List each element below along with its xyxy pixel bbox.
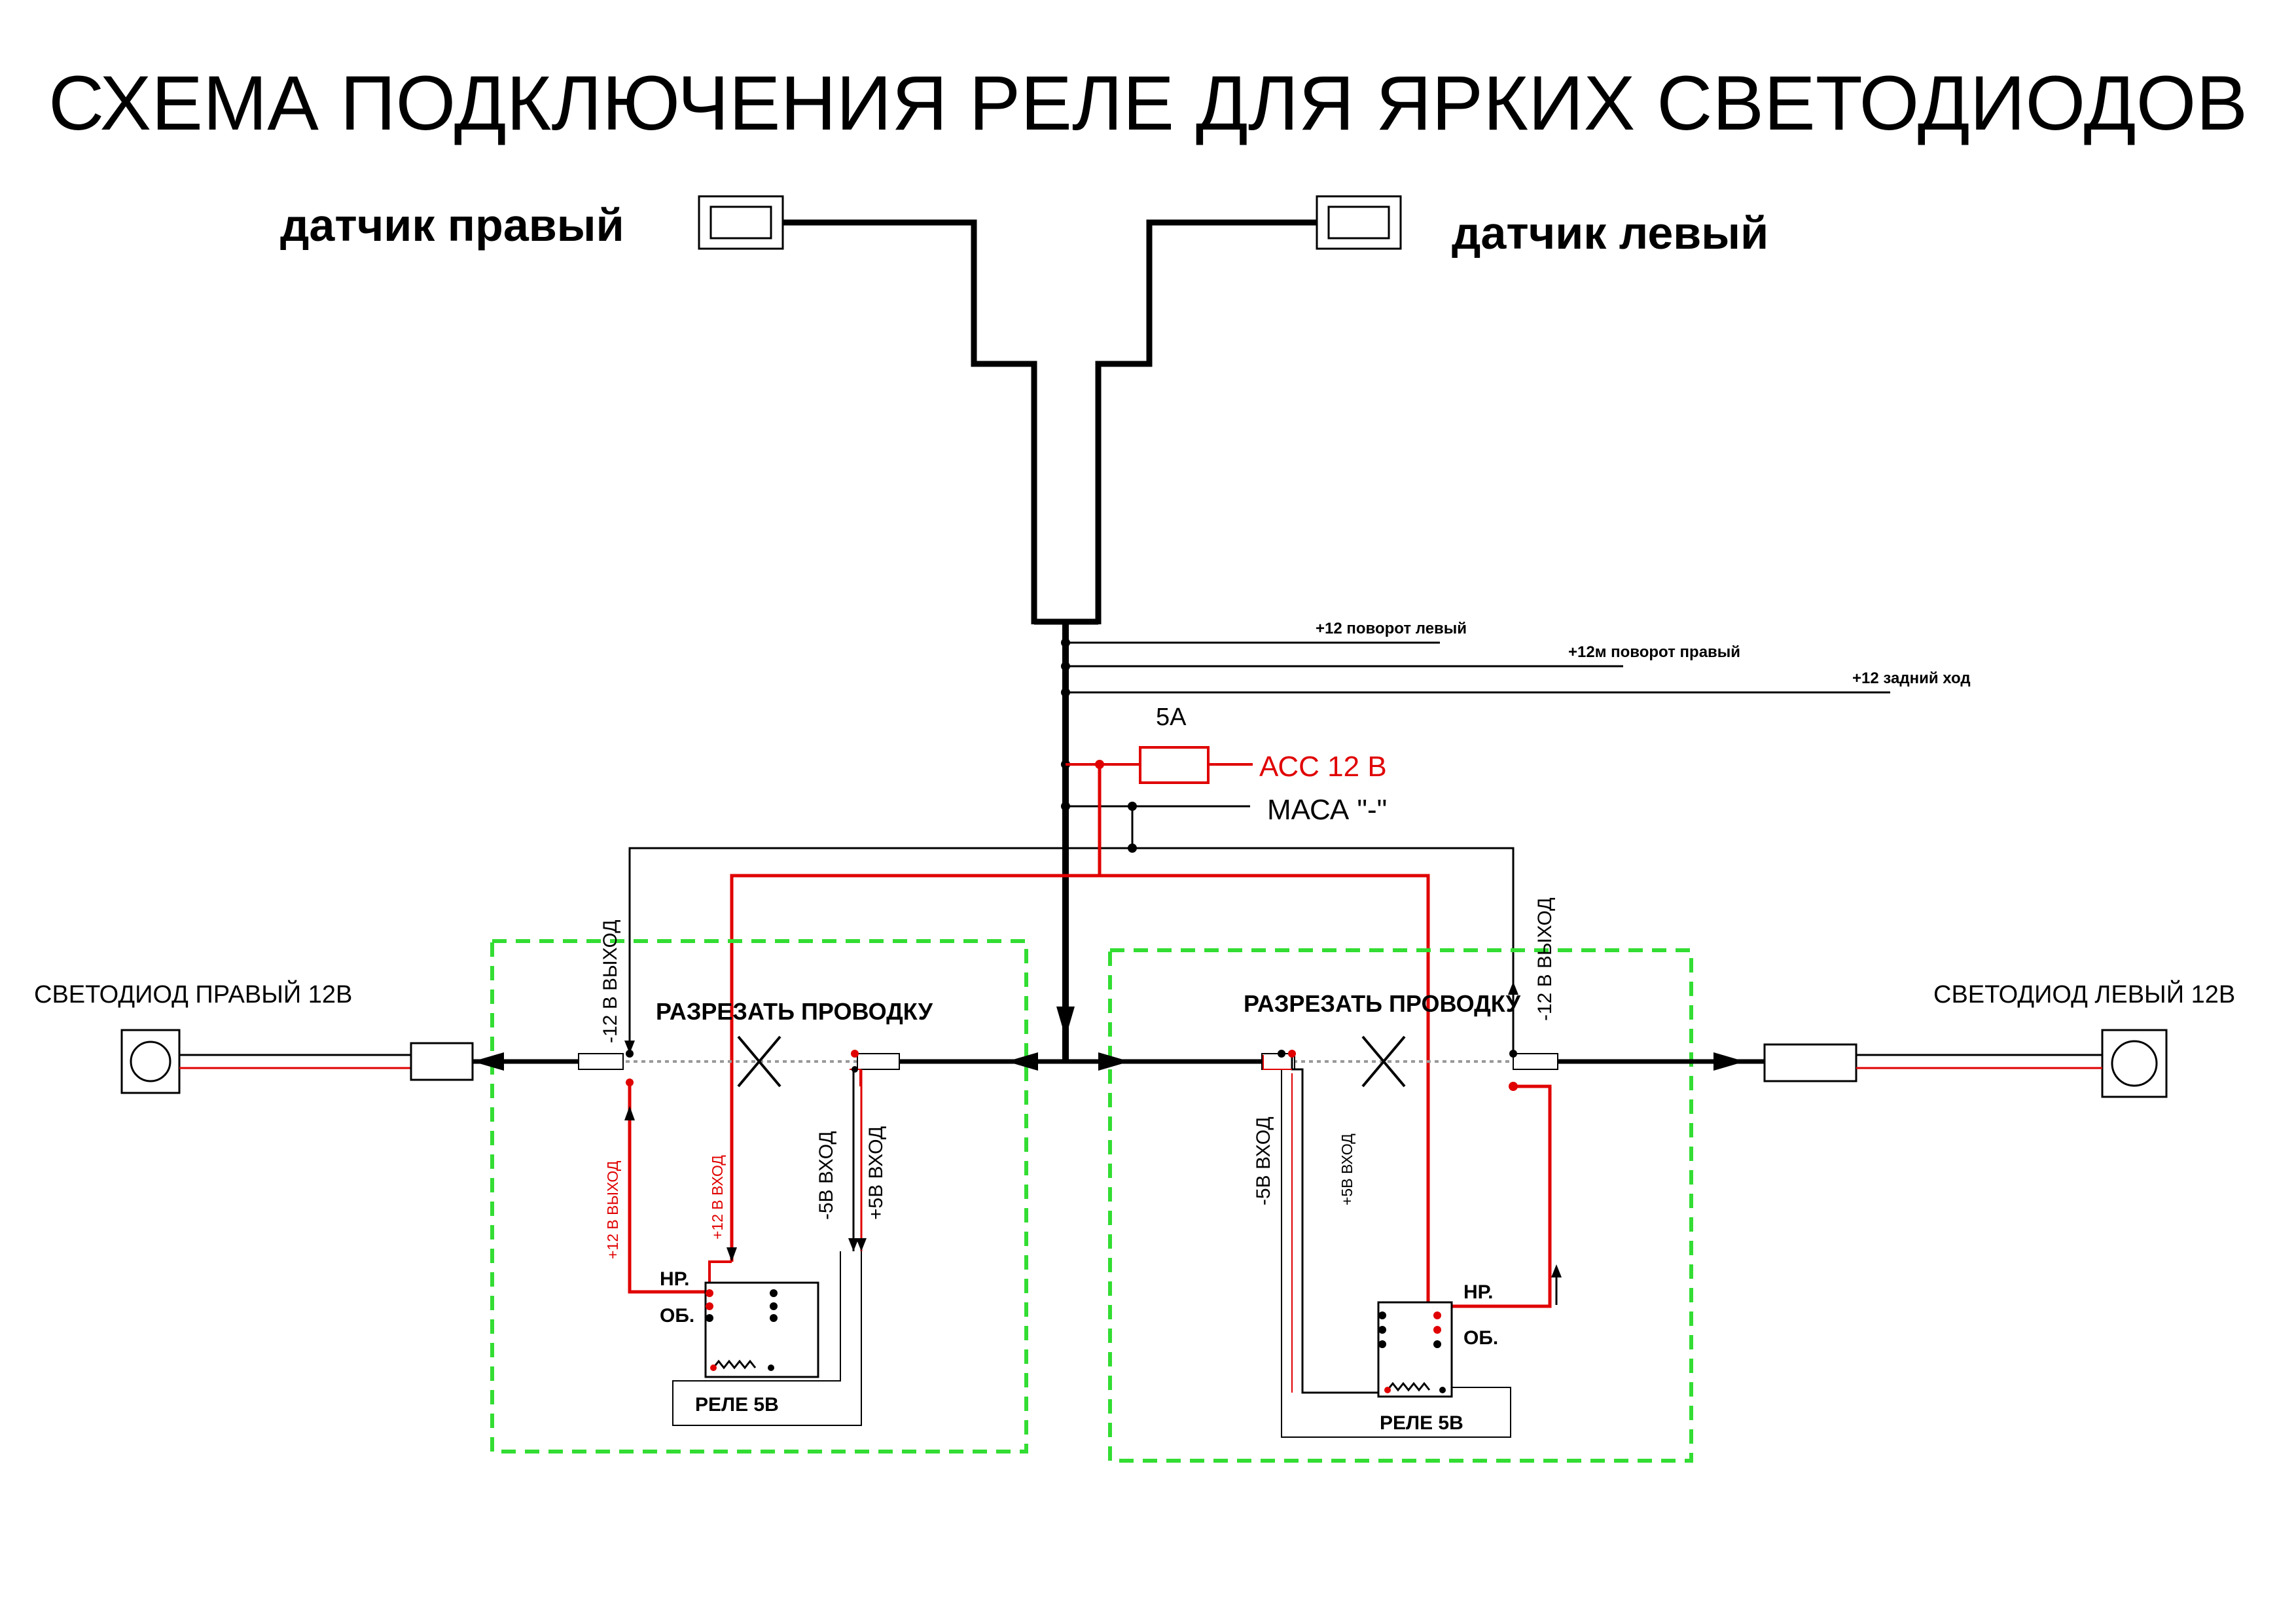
right-relay-wire-dots: [626, 1050, 859, 1086]
led-left-cable: [1763, 1043, 2102, 1082]
sensor-cables: [783, 219, 1317, 625]
left-minus12-out-label: -12 В ВЫХОД: [1534, 897, 1556, 1021]
right-plus12-out-label: +12 В ВЫХОД: [604, 1160, 621, 1259]
red-12v-wire: [730, 764, 1430, 1306]
bus-junction-dots: [1061, 638, 1137, 853]
right-relay: [704, 1281, 819, 1378]
cut-mark-right: [737, 1035, 781, 1088]
mass-wire: [628, 806, 1515, 990]
right-relay-name: РЕЛЕ 5В: [695, 1394, 779, 1416]
left-relay-wires: [1263, 982, 1552, 1438]
right-minus12-out-label: -12 В ВЫХОД: [600, 919, 621, 1043]
fuse-rating: 5А: [1156, 704, 1187, 731]
connector-right-out: [578, 1053, 900, 1070]
left-minus5-in-label: -5В ВХОД: [1253, 1116, 1274, 1205]
led-right-icon: [120, 1029, 181, 1094]
right-plus5-in-label: +5В ВХОД: [865, 1126, 887, 1220]
acc-label: АСС 12 В: [1259, 751, 1387, 783]
turn-left-label: +12 поворот левый: [1316, 620, 1467, 637]
reverse-label: +12 задний ход: [1852, 669, 1971, 687]
sensor-left-icon: [1316, 195, 1402, 250]
left-relay-common: ОБ.: [1463, 1327, 1498, 1349]
right-relay-no: НР.: [660, 1268, 690, 1290]
page-title: СХЕМА ПОДКЛЮЧЕНИЯ РЕЛЕ ДЛЯ ЯРКИХ СВЕТОДИ…: [48, 60, 2248, 147]
cut-label-right: РАЗРЕЗАТЬ ПРОВОДКУ: [656, 998, 933, 1025]
sensor-left-label: датчик левый: [1452, 207, 1768, 259]
cut-label-left: РАЗРЕЗАТЬ ПРОВОДКУ: [1244, 990, 1521, 1017]
led-left-icon: [2101, 1029, 2168, 1098]
connector-left-out: [1261, 1053, 1558, 1070]
led-right-label: СВЕТОДИОД ПРАВЫЙ 12В: [34, 979, 352, 1008]
turn-right-label: +12м поворот правый: [1568, 643, 1740, 661]
left-relay-wire-dots: [1278, 1050, 1518, 1091]
left-relay: [1377, 1301, 1453, 1398]
right-plus12-in-label: +12 В ВХОД: [709, 1155, 726, 1240]
relay-box-left: [1108, 948, 1693, 1463]
relay-box-right: [490, 939, 1028, 1454]
right-minus5-in-label: -5В ВХОД: [816, 1131, 837, 1220]
led-right-cable: [179, 1042, 474, 1081]
sensor-right-icon: [698, 195, 784, 250]
fuse-icon: [1139, 746, 1210, 784]
left-relay-name: РЕЛЕ 5В: [1380, 1412, 1463, 1434]
left-relay-no: НР.: [1463, 1281, 1494, 1303]
cut-mark-left: [1361, 1035, 1406, 1088]
led-wire-left: [1066, 1052, 1765, 1071]
small-up-arrow-icon: [1551, 1264, 1562, 1305]
left-plus5-in-label: +5В ВХОД: [1338, 1133, 1355, 1205]
led-wire-right: [473, 1001, 1075, 1071]
right-relay-common: ОБ.: [660, 1305, 694, 1327]
right-relay-wires: [624, 990, 867, 1426]
mass-label: МАСА "-": [1267, 794, 1387, 826]
led-left-label: СВЕТОДИОД ЛЕВЫЙ 12В: [1933, 979, 2235, 1008]
sensor-right-label: датчик правый: [280, 200, 624, 251]
bus-branches: [1066, 641, 1890, 808]
